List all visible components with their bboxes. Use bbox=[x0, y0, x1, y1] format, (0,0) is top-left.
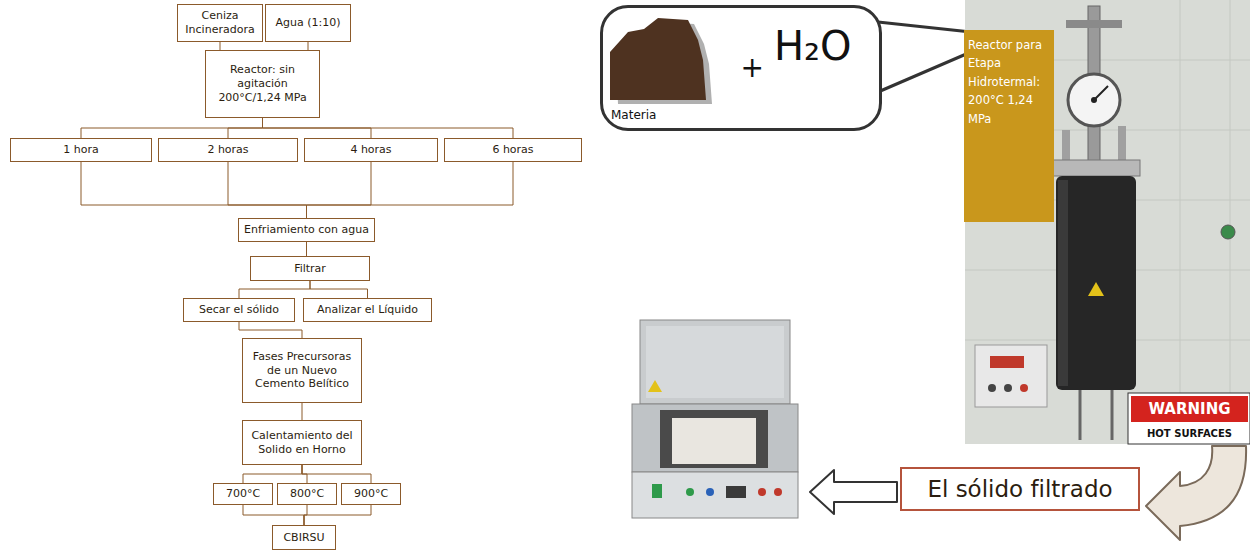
warning-text: WARNING bbox=[1131, 396, 1248, 422]
connector-line bbox=[306, 242, 307, 256]
node-text: Enfriamiento con agua bbox=[243, 223, 370, 237]
node-text: 4 horas bbox=[309, 143, 433, 157]
node-text: 800°C bbox=[282, 487, 332, 501]
process-box: Ceniza Incineradora bbox=[177, 4, 263, 42]
process-box: CBIRSU bbox=[272, 525, 336, 550]
connector-line bbox=[304, 505, 371, 525]
node-text: Secar el sólido bbox=[188, 303, 290, 317]
rock bbox=[610, 18, 706, 100]
node-text: Filtrar bbox=[255, 262, 365, 276]
process-box: 700°C bbox=[213, 483, 273, 505]
process-box: 800°C bbox=[277, 483, 337, 505]
process-box: Enfriamiento con agua bbox=[238, 218, 375, 242]
label-text: WARNING bbox=[1148, 400, 1230, 418]
connector-line bbox=[243, 465, 302, 483]
process-box: 1 hora bbox=[10, 138, 152, 162]
node-text: + bbox=[740, 53, 763, 84]
node-text: CBIRSU bbox=[277, 531, 331, 545]
process-box: 900°C bbox=[341, 483, 401, 505]
node-text: Calentamiento del Solido en Horno bbox=[247, 429, 357, 457]
node-text: H₂O bbox=[774, 24, 852, 68]
connector-line bbox=[243, 505, 304, 525]
connector-line bbox=[239, 322, 302, 338]
connector-line bbox=[81, 118, 263, 138]
reactor-photo bbox=[965, 0, 1250, 444]
connector-line bbox=[228, 162, 307, 218]
node-text: 2 horas bbox=[163, 143, 293, 157]
node-text: 6 horas bbox=[449, 143, 577, 157]
connector-line bbox=[302, 403, 303, 420]
connector-line bbox=[307, 162, 372, 218]
process-box: 2 horas bbox=[158, 138, 298, 162]
connector-line bbox=[308, 42, 309, 50]
node-text: 900°C bbox=[346, 487, 396, 501]
process-box: 4 horas bbox=[304, 138, 438, 162]
process-box: Fases Precursoras de un Nuevo Cemento Be… bbox=[242, 338, 362, 403]
node-text: Ceniza Incineradora bbox=[182, 9, 258, 37]
process-box: 6 horas bbox=[444, 138, 582, 162]
node-text: El sólido filtrado bbox=[910, 476, 1130, 502]
node-text: 700°C bbox=[218, 487, 268, 501]
speech-bubble: Materia + H₂O bbox=[600, 5, 882, 131]
connector-line bbox=[228, 118, 263, 138]
node-text: Agua (1:10) bbox=[270, 16, 346, 30]
connector-line bbox=[81, 162, 307, 218]
node-text: Reactor para Etapa Hidrotermal: 200°C 1,… bbox=[968, 36, 1050, 128]
hollow-arrow bbox=[810, 470, 897, 514]
node-text: Materia bbox=[611, 109, 656, 122]
callout-box: El sólido filtrado bbox=[900, 467, 1140, 511]
node-text: Reactor: sin agitación 200°C/1,24 MPa bbox=[210, 63, 315, 104]
process-box: Analizar el Líquido bbox=[303, 298, 432, 322]
process-box: Secar el sólido bbox=[183, 298, 295, 322]
connector-line bbox=[307, 162, 514, 218]
photo-label: Reactor para Etapa Hidrotermal: 200°C 1,… bbox=[964, 30, 1054, 222]
process-box: Filtrar bbox=[250, 256, 370, 281]
node-text: 1 hora bbox=[15, 143, 147, 157]
process-box: Reactor: sin agitación 200°C/1,24 MPa bbox=[205, 50, 320, 118]
connector-line bbox=[239, 281, 310, 298]
node-text: Analizar el Líquido bbox=[308, 303, 427, 317]
connector-line bbox=[263, 118, 514, 138]
connector-line bbox=[220, 42, 221, 50]
label-text: HOT SURFACES bbox=[1147, 428, 1232, 439]
process-box: Calentamiento del Solido en Horno bbox=[242, 420, 362, 465]
curved-arrow bbox=[1146, 446, 1246, 540]
furnace-photo bbox=[632, 320, 798, 518]
connector-line bbox=[302, 465, 371, 483]
node-text: Fases Precursoras de un Nuevo Cemento Be… bbox=[247, 350, 357, 391]
process-box: Agua (1:10) bbox=[265, 4, 351, 42]
connector-line bbox=[310, 281, 368, 298]
warning-subtext: HOT SURFACES bbox=[1131, 423, 1248, 443]
bubble-fill bbox=[601, 6, 881, 130]
